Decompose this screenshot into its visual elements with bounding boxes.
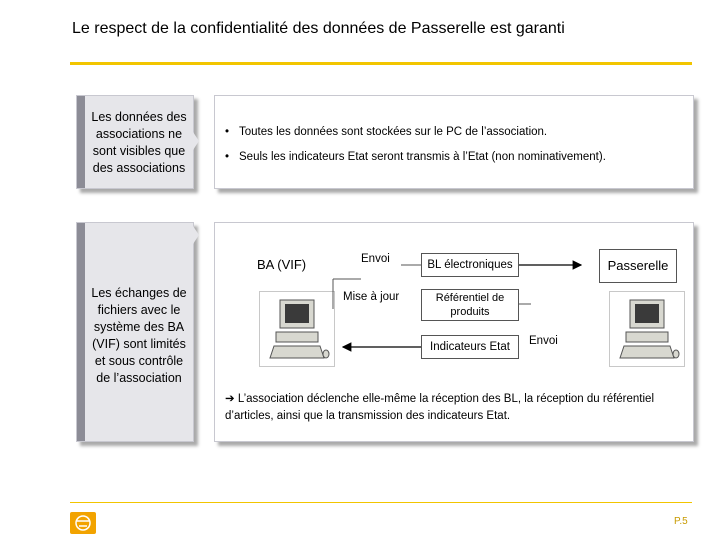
- bullet-dot: •: [225, 151, 230, 163]
- envoi-bottom-label: Envoi: [529, 335, 558, 347]
- bullet-1: • Toutes les données sont stockées sur le…: [225, 126, 547, 138]
- bullet-2: • Seuls les indicateurs Etat seront trans…: [225, 151, 606, 163]
- section2-chevron: [193, 226, 199, 244]
- page-number: P.5: [674, 516, 688, 527]
- section2-label-box: Les échanges de fichiers avec le système…: [76, 222, 194, 442]
- envoi-top-label: Envoi: [361, 253, 390, 265]
- referentiel-tag: Référentiel de produits: [421, 289, 519, 321]
- conclusion: ➔ L’association déclenche elle-même la r…: [225, 391, 675, 425]
- passerelle-title: Passerelle: [599, 249, 677, 283]
- section1-chevron: [193, 132, 199, 150]
- label-bar: [77, 96, 85, 188]
- bullet-dot: •: [225, 126, 230, 138]
- bullet-1-text: Toutes les données sont stockées sur le …: [239, 126, 548, 138]
- section1-label-box: Les données des associations ne sont vis…: [76, 95, 194, 189]
- label-bar: [77, 223, 85, 441]
- section1-content-box: • Toutes les données sont stockées sur le…: [214, 95, 694, 189]
- title-rule: [70, 62, 692, 65]
- bullet-2-suffix: (non nominativement).: [488, 151, 606, 163]
- mise-a-jour-label: Mise à jour: [343, 291, 400, 303]
- logo-icon: [70, 512, 96, 534]
- ba-vif-title: BA (VIF): [257, 257, 307, 272]
- section2-content-box: BA (VIF) Passerelle: [214, 222, 694, 442]
- section2-label: Les échanges de fichiers avec le système…: [91, 286, 187, 385]
- indicateurs-tag: Indicateurs Etat: [421, 335, 519, 359]
- bullet-2-text: Seuls les indicateurs Etat seront transm…: [239, 151, 489, 163]
- slide-title: Le respect de la confidentialité des don…: [72, 20, 565, 37]
- section1-label: Les données des associations ne sont vis…: [91, 110, 187, 175]
- conclusion-text: L’association déclenche elle-même la réc…: [225, 393, 655, 422]
- footer-rule: [70, 502, 692, 503]
- bl-electroniques-tag: BL électroniques: [421, 253, 519, 277]
- conclusion-arrow-icon: ➔: [225, 393, 235, 405]
- computer-icon-left: [259, 291, 335, 367]
- computer-icon-right: [609, 291, 685, 367]
